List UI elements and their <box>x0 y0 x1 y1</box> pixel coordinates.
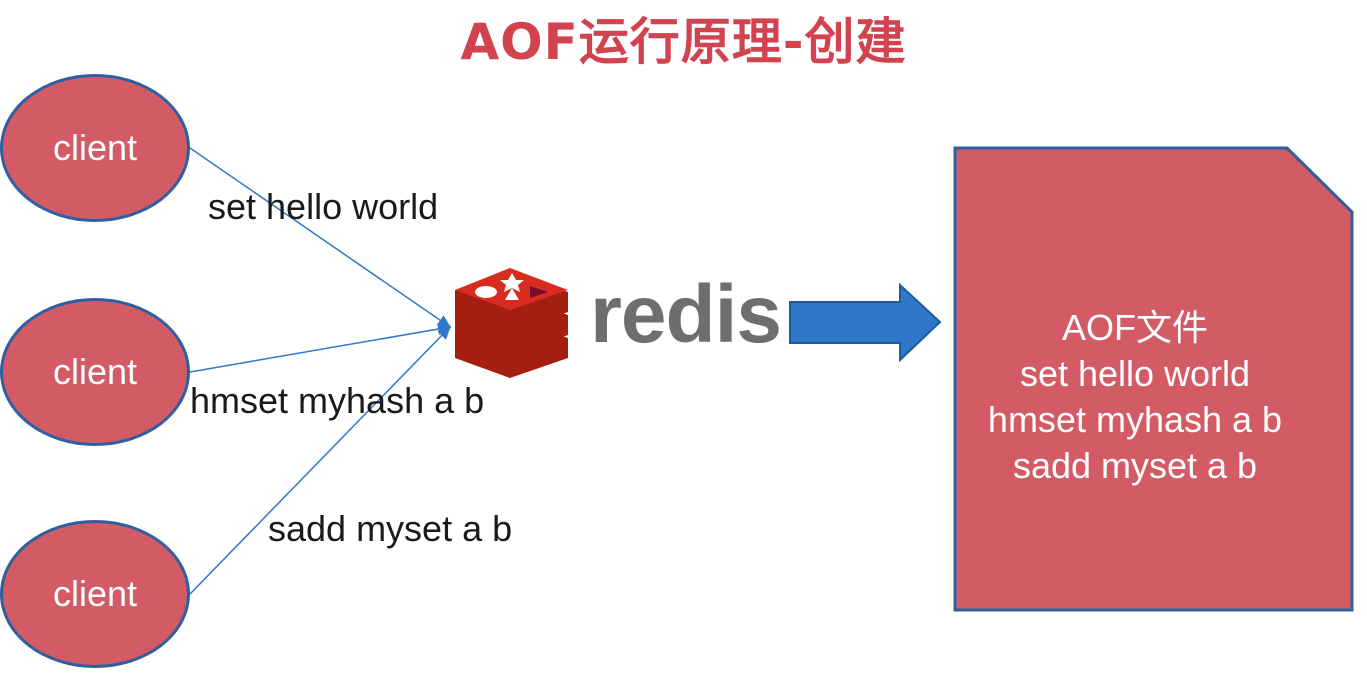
command-label: set hello world <box>208 186 439 227</box>
client-node: client <box>0 520 190 668</box>
page-title: AOF运行原理-创建 <box>460 13 907 71</box>
client-node: client <box>0 298 190 446</box>
client-label: client <box>52 127 138 168</box>
redis-logo-icon <box>455 268 568 378</box>
client-node: client <box>0 74 190 222</box>
client-label: client <box>52 351 138 392</box>
aof-file-heading: AOF文件 <box>1061 307 1208 348</box>
aof-file-content: AOF文件 set hello world hmset myhash a b s… <box>955 305 1315 489</box>
command-label: sadd myset a b <box>268 508 513 549</box>
command-label: hmset myhash a b <box>190 380 485 421</box>
redis-label: redis <box>590 269 782 360</box>
aof-file-shape <box>953 146 1354 612</box>
connector-line-2 <box>189 323 452 373</box>
aof-file-line: sadd myset a b <box>1012 445 1258 486</box>
connector-line-3 <box>189 325 452 595</box>
aof-file-line: hmset myhash a b <box>987 399 1283 440</box>
right-arrow-icon <box>789 282 942 363</box>
connector-line-1 <box>189 147 452 328</box>
client-label: client <box>52 573 138 614</box>
aof-file-line: set hello world <box>1019 353 1251 394</box>
